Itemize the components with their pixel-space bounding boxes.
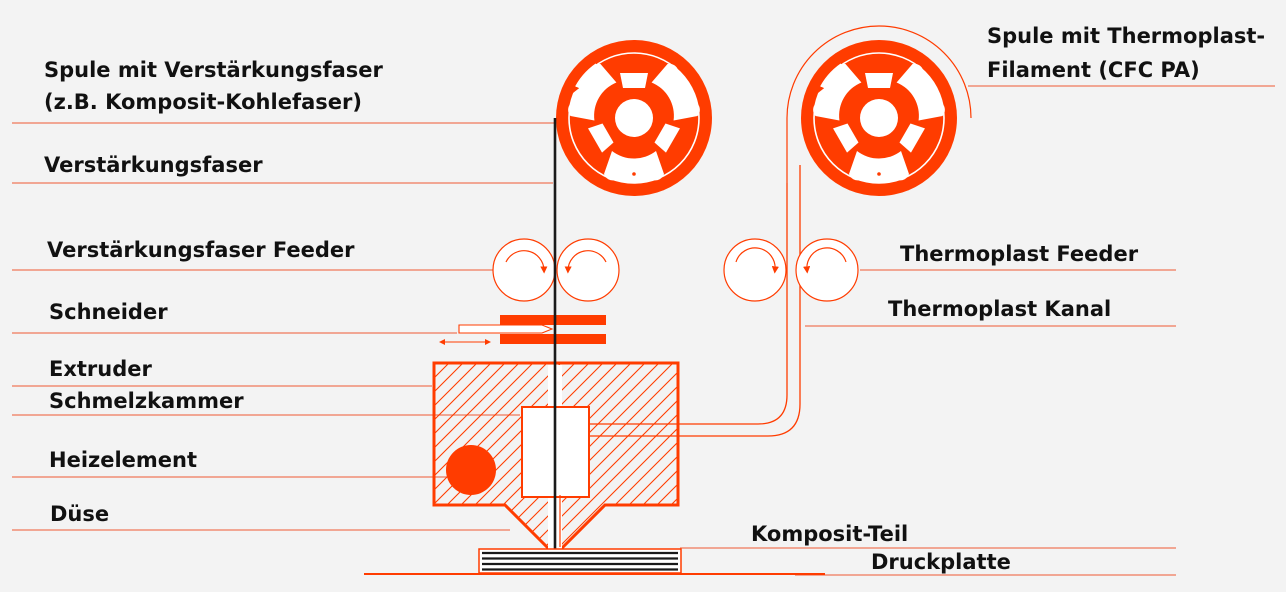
- thermoplast-filament-outer: [786, 25, 972, 183]
- fiber-spool-icon: [556, 40, 712, 196]
- thermoplast-spool-icon: [801, 40, 957, 196]
- label-melt-chamber: Schmelzkammer: [49, 389, 244, 413]
- thermoplast-channel: [590, 165, 801, 437]
- label-cutter: Schneider: [49, 300, 168, 324]
- leader-lines: [12, 85, 1275, 576]
- label-thermo-channel: Thermoplast Kanal: [888, 297, 1112, 321]
- fiber-feeder-arrow-right-icon: [564, 250, 607, 274]
- thermo-feeder-arrow-left-icon: [735, 247, 779, 274]
- label-composite-part: Komposit-Teil: [751, 522, 909, 546]
- label-heater: Heizelement: [49, 448, 198, 472]
- label-fiber-spool-line1: Spule mit Verstärkungsfaser: [44, 58, 383, 82]
- fiber-feeder-arrow-left-icon: [505, 250, 548, 274]
- label-nozzle: Düse: [50, 502, 110, 526]
- cutter-blade-icon: [458, 324, 554, 334]
- fiber-feeder: [492, 238, 620, 302]
- cutter: [439, 315, 606, 345]
- thermoplast-feeder: [723, 238, 859, 302]
- label-extruder: Extruder: [49, 357, 152, 381]
- label-fiber-spool-line2: (z.B. Komposit-Kohlefaser): [44, 90, 362, 114]
- label-thermo-spool-line1: Spule mit Thermoplast-: [987, 24, 1266, 48]
- label-fiber: Verstärkungsfaser: [44, 153, 263, 177]
- thermo-feeder-arrow-right-icon: [803, 247, 847, 274]
- label-thermo-feeder: Thermoplast Feeder: [900, 242, 1139, 266]
- heater-element: [446, 445, 496, 495]
- label-fiber-feeder: Verstärkungsfaser Feeder: [47, 238, 355, 262]
- composite-layers: [482, 551, 678, 571]
- label-thermo-spool-line2: Filament (CFC PA): [987, 58, 1200, 82]
- label-print-bed: Druckplatte: [871, 550, 1011, 574]
